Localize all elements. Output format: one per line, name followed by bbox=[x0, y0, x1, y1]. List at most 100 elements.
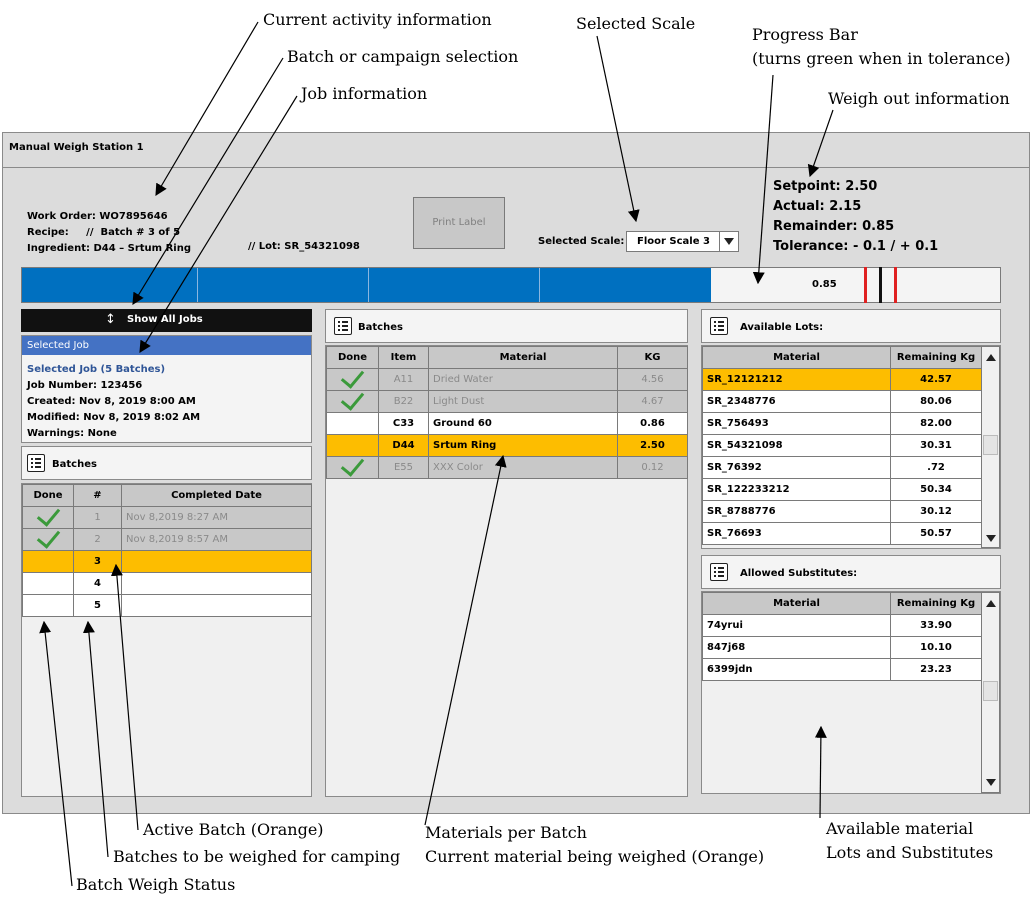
lot-info: // Lot: SR_54321098 bbox=[248, 241, 360, 252]
batches-left-title: Batches bbox=[52, 459, 97, 470]
expand-arrows-icon: ↕ bbox=[105, 312, 116, 327]
chevron-down-icon[interactable] bbox=[719, 232, 738, 251]
cell-completed-date: Nov 8,2019 8:27 AM bbox=[121, 506, 312, 529]
remainder: Remainder: 0.85 bbox=[773, 219, 895, 234]
tolerance-high-marker bbox=[894, 267, 897, 303]
table-row[interactable]: 4 bbox=[22, 572, 312, 595]
scroll-up-icon[interactable] bbox=[986, 600, 996, 607]
cell-number: 5 bbox=[73, 594, 122, 617]
col-completed-date: Completed Date bbox=[121, 484, 312, 507]
cell-material: 6399jdn bbox=[702, 658, 891, 681]
cell-item: A11 bbox=[378, 368, 429, 391]
print-label-button[interactable]: Print Label bbox=[413, 197, 505, 249]
list-icon bbox=[710, 563, 728, 581]
cell-material: 74yrui bbox=[702, 614, 891, 637]
leader-batch-campaign bbox=[132, 57, 284, 306]
cell-material: SR_12121212 bbox=[702, 368, 891, 391]
leader-progress-bar bbox=[752, 74, 774, 285]
leader-batch-weigh-status bbox=[39, 620, 73, 887]
selected-job-title: Selected Job (5 Batches) bbox=[27, 364, 166, 375]
callout-current-activity: Current activity information bbox=[263, 10, 492, 29]
col-remaining-kg: Remaining Kg bbox=[890, 592, 982, 615]
scroll-up-icon[interactable] bbox=[986, 354, 996, 361]
cell-remaining-kg: 30.12 bbox=[890, 500, 982, 523]
setpoint-marker bbox=[879, 267, 882, 303]
cell-remaining-kg: 50.34 bbox=[890, 478, 982, 501]
cell-done bbox=[22, 501, 74, 529]
cell-completed-date bbox=[121, 594, 312, 617]
scroll-down-icon[interactable] bbox=[986, 535, 996, 542]
work-order: Work Order: WO7895646 bbox=[27, 211, 168, 222]
cell-item: E55 bbox=[378, 456, 429, 479]
job-warnings: Warnings: None bbox=[27, 428, 117, 439]
callout-batch-campaign: Batch or campaign selection bbox=[287, 47, 519, 66]
available-lots-title: Available Lots: bbox=[740, 322, 824, 333]
title-bar: Manual Weigh Station 1 bbox=[3, 133, 1029, 168]
scroll-thumb[interactable] bbox=[983, 681, 998, 701]
col-done: Done bbox=[22, 484, 74, 507]
callout-available-lots: Available material bbox=[826, 819, 974, 838]
tolerance: Tolerance: - 0.1 / + 0.1 bbox=[773, 239, 939, 254]
scale-select[interactable]: Floor Scale 3 bbox=[626, 231, 739, 252]
show-all-jobs-label: Show All Jobs bbox=[127, 314, 203, 325]
cell-completed-date: Nov 8,2019 8:57 AM bbox=[121, 528, 312, 551]
cell-kg: 2.50 bbox=[617, 434, 688, 457]
callout-current-material: Current material being weighed (Orange) bbox=[425, 847, 765, 866]
callout-batches-to-weigh: Batches to be weighed for camping bbox=[113, 847, 401, 866]
ingredient: Ingredient: D44 – Srtum Ring bbox=[27, 243, 191, 254]
table-row[interactable]: 3 bbox=[22, 550, 312, 573]
table-row[interactable]: 5 bbox=[22, 594, 312, 617]
callout-materials-per-batch: Materials per Batch bbox=[425, 823, 587, 842]
substitutes-title: Allowed Substitutes: bbox=[740, 568, 858, 579]
progress-tick bbox=[197, 268, 198, 302]
cell-item: B22 bbox=[378, 390, 429, 413]
cell-kg: 4.67 bbox=[617, 390, 688, 413]
cell-item: D44 bbox=[378, 434, 429, 457]
cell-completed-date bbox=[121, 572, 312, 595]
actual: Actual: 2.15 bbox=[773, 199, 862, 214]
cell-remaining-kg: 42.57 bbox=[890, 368, 982, 391]
callout-active-batch: Active Batch (Orange) bbox=[143, 820, 324, 839]
cell-material: Dried Water bbox=[428, 368, 618, 391]
table-row[interactable]: SR_76392.72 bbox=[702, 456, 982, 479]
callout-progress-bar-note: (turns green when in tolerance) bbox=[752, 49, 1011, 68]
scale-select-value: Floor Scale 3 bbox=[637, 236, 710, 247]
cell-remaining-kg: 50.57 bbox=[890, 522, 982, 545]
list-icon bbox=[334, 317, 352, 335]
scroll-thumb[interactable] bbox=[983, 435, 998, 455]
cell-number: 2 bbox=[73, 528, 122, 551]
substitutes-scrollbar[interactable] bbox=[981, 592, 1000, 793]
callout-available-lots-subs: Lots and Substitutes bbox=[826, 843, 994, 862]
cell-material: XXX Color bbox=[428, 456, 618, 479]
show-all-jobs-button[interactable]: ↕ Show All Jobs bbox=[21, 309, 312, 332]
callout-job-info: Job information bbox=[301, 84, 428, 103]
cell-material: SR_2348776 bbox=[702, 390, 891, 413]
cell-number: 1 bbox=[73, 506, 122, 529]
scroll-down-icon[interactable] bbox=[986, 779, 996, 786]
lots-scrollbar[interactable] bbox=[981, 346, 1000, 548]
cell-done bbox=[22, 594, 74, 617]
selected-job-header: Selected Job bbox=[22, 336, 311, 355]
scale-label: Selected Scale: bbox=[538, 236, 625, 247]
cell-material: SR_54321098 bbox=[702, 434, 891, 457]
cell-done bbox=[326, 412, 379, 435]
cell-remaining-kg: 80.06 bbox=[890, 390, 982, 413]
